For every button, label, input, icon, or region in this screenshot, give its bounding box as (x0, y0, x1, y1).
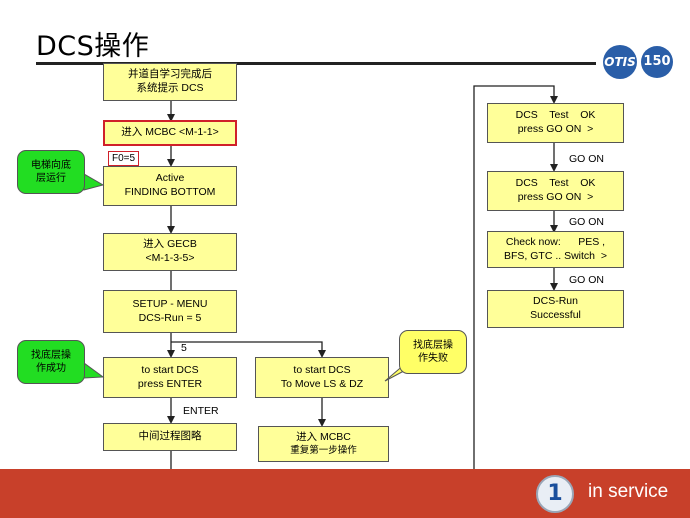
box-text: <M-1-3-5> (145, 252, 195, 264)
box-text: Successful (530, 309, 581, 321)
box-intermediate-omitted: 中间过程图略 (103, 423, 237, 451)
box-text: press GO ON > (517, 191, 594, 203)
callout-text: 层运行 (36, 173, 66, 184)
f0-tag: F0=5 (108, 151, 140, 166)
box-text: press GO ON > (517, 123, 594, 135)
footer-in-service: in service (588, 481, 669, 502)
box-text: FINDING BOTTOM (124, 186, 216, 198)
title-divider (36, 62, 596, 65)
box-text: Check now: PES , (505, 235, 606, 248)
box-enter-gecb: 进入 GECB<M-1-3-5> (103, 233, 237, 271)
box-self-learning-done: 并道自学习完成后系统提示 DCS (103, 63, 237, 101)
box-text: to start DCS (141, 363, 199, 376)
box-text: 中间过程图略 (138, 430, 202, 443)
box-text: 重复第一步操作 (290, 444, 357, 456)
box-text: 进入 GECB (143, 238, 197, 251)
box-text: press ENTER (137, 377, 203, 390)
callout-pointer (83, 362, 105, 379)
box-text: BFS, GTC .. Switch > (504, 249, 607, 262)
callout-text: 作失败 (418, 353, 448, 364)
callout-find-bottom-fail: 找底层操作失败 (399, 330, 467, 374)
box-check-now: Check now: PES ,BFS, GTC .. Switch > (487, 231, 624, 268)
box-text: DCS-Run = 5 (138, 311, 202, 324)
label-five: 5 (181, 342, 187, 354)
callout-find-bottom-success: 找底层操作成功 (17, 340, 85, 384)
label-go-on: GO ON (569, 274, 605, 286)
callout-text: 作成功 (36, 363, 66, 374)
otis-logo: OTIS (603, 45, 637, 79)
box-enter-mcbc: 进入 MCBC <M-1-1> (103, 120, 237, 146)
box-text: DCS Test OK (515, 177, 596, 190)
label-go-on: GO ON (569, 216, 605, 228)
footer-bar (0, 469, 690, 518)
box-text: DCS Test OK (515, 109, 596, 122)
callout-text: 电梯向底 (31, 159, 71, 171)
box-text: 进入 MCBC (296, 431, 351, 443)
box-text: 并道自学习完成后 (128, 68, 212, 81)
box-text: to start DCS (293, 363, 351, 376)
callout-text: 找底层操 (413, 339, 453, 351)
label-go-on: GO ON (569, 153, 605, 165)
box-text: SETUP - MENU (132, 297, 208, 310)
callout-moving-to-bottom: 电梯向底层运行 (17, 150, 85, 194)
step-one-badge: 1 (536, 475, 574, 513)
callout-text: 找底层操 (31, 349, 71, 361)
box-text: 进入 MCBC <M-1-1> (121, 126, 219, 139)
box-text: To Move LS & DZ (280, 377, 364, 390)
box-text: Active (155, 172, 185, 185)
callout-pointer (83, 173, 105, 191)
box-text: 系统提示 DCS (136, 82, 204, 94)
anniversary-150-logo: 150 (641, 46, 673, 78)
page-title: DCS操作 (36, 31, 150, 62)
arrow-b5-b7 (171, 341, 326, 358)
label-enter: ENTER (183, 405, 219, 417)
box-text: DCS-Run (533, 295, 578, 308)
